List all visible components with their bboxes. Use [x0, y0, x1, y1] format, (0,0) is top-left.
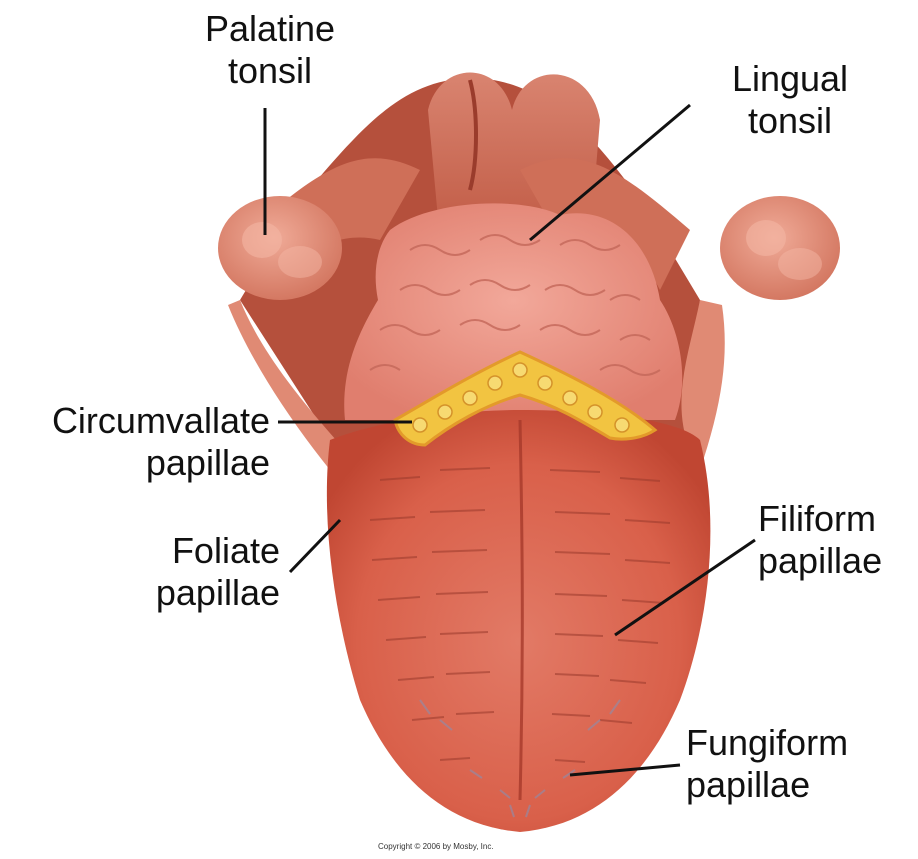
- circumvallate-line2: papillae: [0, 442, 270, 484]
- label-circumvallate-papillae: Circumvallate papillae: [0, 400, 270, 484]
- foliate-line1: Foliate: [100, 530, 280, 572]
- label-palatine-tonsil: Palatine tonsil: [180, 8, 360, 92]
- label-lingual-tonsil: Lingual tonsil: [700, 58, 880, 142]
- fungiform-line2: papillae: [686, 764, 906, 806]
- filiform-line2: papillae: [758, 540, 916, 582]
- palatine-tonsil-line1: Palatine: [180, 8, 360, 50]
- palatine-tonsil-line2: tonsil: [180, 50, 360, 92]
- palatine-tonsil-left: [218, 196, 342, 300]
- copyright-notice: Copyright © 2006 by Mosby, Inc.: [378, 842, 494, 851]
- label-fungiform-papillae: Fungiform papillae: [686, 722, 906, 806]
- foliate-line2: papillae: [100, 572, 280, 614]
- fungiform-line1: Fungiform: [686, 722, 906, 764]
- label-filiform-papillae: Filiform papillae: [758, 498, 916, 582]
- circumvallate-line1: Circumvallate: [0, 400, 270, 442]
- filiform-line1: Filiform: [758, 498, 916, 540]
- palatine-tonsil-right: [720, 196, 840, 300]
- lingual-tonsil-line2: tonsil: [700, 100, 880, 142]
- lingual-tonsil-line1: Lingual: [700, 58, 880, 100]
- label-foliate-papillae: Foliate papillae: [100, 530, 280, 614]
